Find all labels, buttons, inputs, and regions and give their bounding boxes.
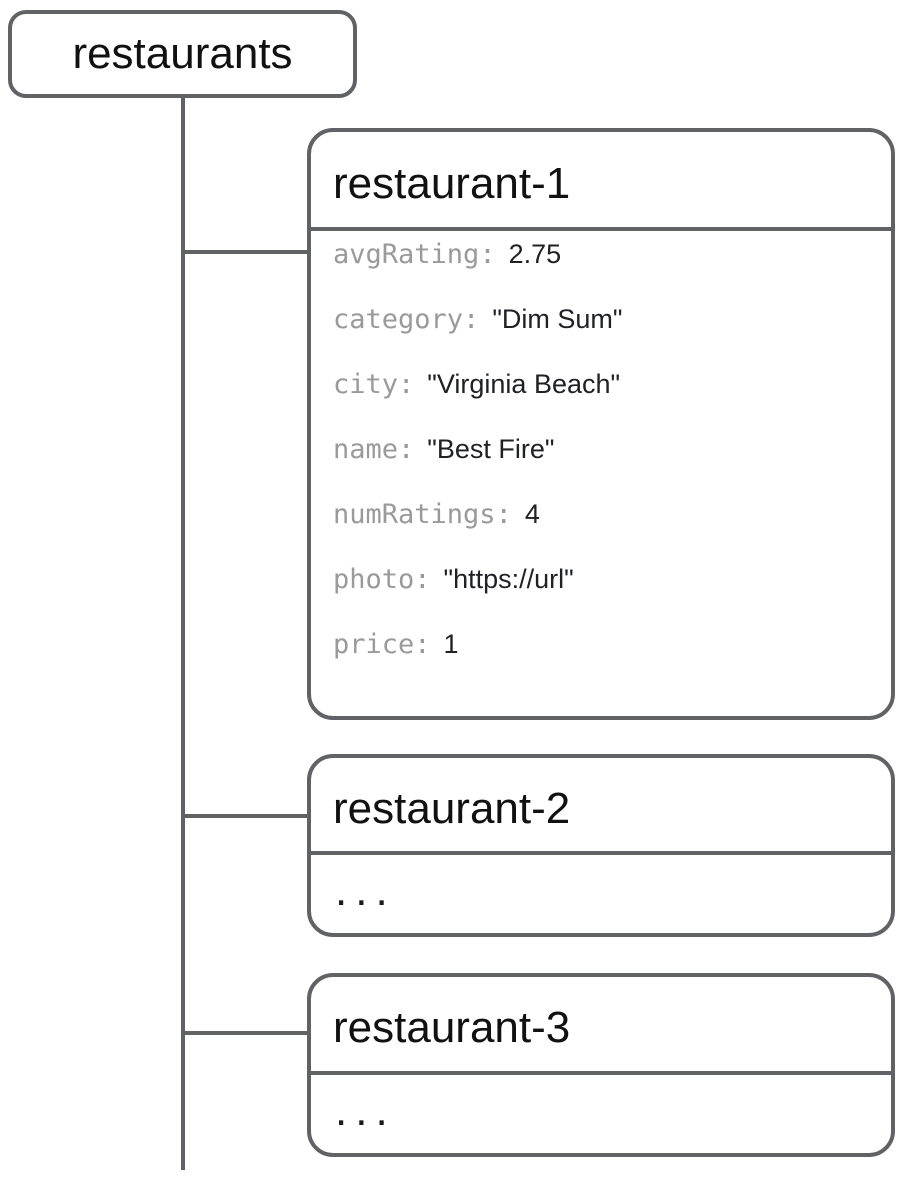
tree-connector-line-2 [183, 814, 307, 818]
field-list: avgRating: 2.75 category: "Dim Sum" city… [311, 231, 891, 694]
field-colon: : [414, 629, 431, 660]
field-row-name: name: "Best Fire" [333, 434, 891, 499]
collapsed-fields-ellipsis: ... [335, 866, 396, 915]
field-value: 2.75 [508, 239, 562, 269]
field-row-numRatings: numRatings: 4 [333, 499, 891, 564]
field-value: "https://url" [443, 564, 574, 594]
field-row-category: category: "Dim Sum" [333, 304, 891, 369]
field-value: "Dim Sum" [492, 304, 623, 334]
field-key: price [333, 629, 415, 660]
field-colon: : [414, 564, 431, 595]
field-row-price: price: 1 [333, 629, 891, 694]
collapsed-fields-ellipsis: ... [335, 1086, 396, 1135]
field-colon: : [495, 499, 512, 530]
field-value: "Best Fire" [427, 434, 555, 464]
collection-node-restaurants: restaurants [8, 10, 357, 98]
field-value: 1 [443, 629, 459, 659]
field-key: city [333, 369, 399, 400]
field-key: photo [333, 564, 415, 595]
field-row-avgRating: avgRating: 2.75 [333, 239, 891, 304]
tree-connector-line-3 [183, 1031, 307, 1035]
collection-label: restaurants [72, 29, 293, 78]
field-key: category [333, 304, 464, 335]
field-value: "Virginia Beach" [427, 369, 621, 399]
document-card-restaurant-2: restaurant-2 ... [307, 754, 895, 937]
field-colon: : [398, 369, 415, 400]
field-row-city: city: "Virginia Beach" [333, 369, 891, 434]
tree-trunk-line [181, 97, 185, 1170]
field-colon: : [479, 239, 496, 270]
field-value: 4 [524, 499, 540, 529]
document-card-restaurant-1: restaurant-1 avgRating: 2.75 category: "… [307, 128, 895, 720]
field-colon: : [398, 434, 415, 465]
field-colon: : [463, 304, 480, 335]
document-title: restaurant-1 [311, 132, 891, 231]
field-key: avgRating [333, 239, 480, 270]
field-key: name [333, 434, 399, 465]
tree-connector-line-1 [183, 250, 307, 254]
document-title: restaurant-3 [311, 977, 891, 1075]
field-key: numRatings [333, 499, 496, 530]
document-card-restaurant-3: restaurant-3 ... [307, 973, 895, 1157]
document-title: restaurant-2 [311, 758, 891, 855]
field-row-photo: photo: "https://url" [333, 564, 891, 629]
